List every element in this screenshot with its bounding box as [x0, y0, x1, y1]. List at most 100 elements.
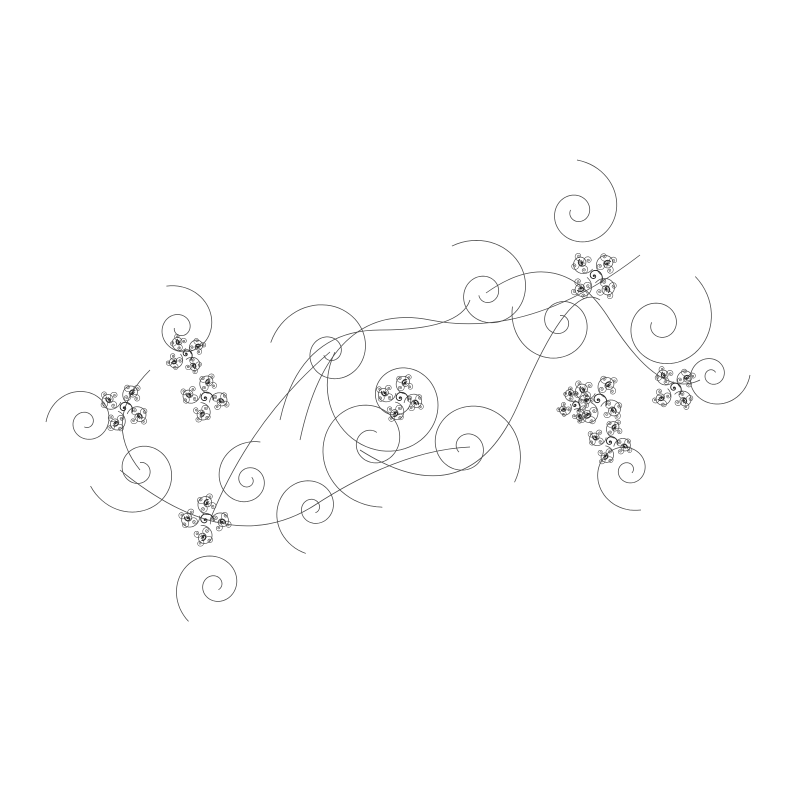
- spiral-arc: [385, 393, 394, 401]
- spiral-core: [200, 391, 215, 402]
- spiral-arc: [656, 388, 663, 397]
- spiral-arc: [578, 414, 587, 423]
- spiral-arc: [212, 515, 221, 523]
- spiral-arc: [180, 338, 187, 344]
- spiral-core: [192, 363, 197, 370]
- spiral-arc: [599, 456, 606, 465]
- spiral-arc: [214, 401, 221, 410]
- spiral-arc: [624, 446, 633, 453]
- spiral-arc: [572, 414, 578, 419]
- spiral-arc: [663, 377, 670, 385]
- spiral-arc: [561, 402, 566, 408]
- spiral-arc: [567, 386, 573, 393]
- spiral-arc: [397, 383, 405, 392]
- spiral-arc: [434, 405, 521, 483]
- spiral-arc: [109, 400, 117, 409]
- spiral-arc: [589, 438, 596, 446]
- spiral-arc: [189, 345, 197, 351]
- connecting-arc: [299, 254, 641, 441]
- spiral-arc: [630, 276, 712, 365]
- spiral-arc: [563, 391, 570, 397]
- spiral-core: [603, 454, 609, 460]
- spiral-arc: [665, 370, 674, 377]
- spiral-arc: [131, 407, 139, 416]
- spiral-arc: [190, 394, 198, 402]
- spiral-arc: [583, 256, 592, 264]
- spiral-arc: [90, 445, 172, 513]
- spiral-arc: [406, 395, 415, 403]
- spiral-core: [589, 269, 603, 284]
- spiral-arc: [322, 404, 401, 508]
- spiral-core: [606, 436, 619, 445]
- spiral-arc: [115, 423, 124, 432]
- spiral-core: [105, 396, 111, 403]
- spiral-core: [610, 407, 617, 414]
- spiral-arc: [176, 555, 238, 622]
- spiral-arc: [677, 377, 685, 384]
- spiral-arc: [101, 394, 122, 410]
- spiral-arc: [606, 421, 614, 428]
- spiral-core: [670, 382, 682, 396]
- spiral-core: [604, 286, 611, 294]
- spiral-core: [611, 424, 617, 430]
- spiral-core: [578, 414, 582, 420]
- spiral-core: [593, 393, 608, 406]
- spiral-arc: [202, 413, 211, 420]
- spiral-core: [682, 398, 688, 405]
- spiral-arc: [386, 406, 395, 414]
- spiral-arc: [199, 342, 207, 348]
- connecting-arc: [209, 351, 331, 521]
- spiral-arc: [654, 374, 663, 381]
- spiral-core: [584, 398, 590, 402]
- spiral-arc: [376, 386, 385, 394]
- spiral-core: [129, 389, 136, 395]
- spiral-core: [195, 343, 202, 348]
- spiral-arc: [170, 341, 177, 347]
- spiral-arc: [608, 282, 617, 290]
- spiral-arc: [221, 512, 228, 521]
- spiral-arc: [571, 287, 580, 296]
- spiral-arc: [193, 530, 203, 538]
- spiral-arc: [580, 265, 589, 274]
- spiral-arc: [652, 397, 660, 404]
- spiral-arc: [220, 392, 227, 401]
- spiral-arc: [124, 384, 133, 393]
- spiral-arc: [189, 357, 195, 365]
- spiral-arc: [201, 405, 209, 413]
- spiral-arc: [597, 446, 646, 511]
- spiral-arc: [170, 353, 176, 360]
- spiral-arc: [574, 278, 582, 287]
- spiral-arc: [576, 408, 582, 415]
- connecting-arc: [359, 296, 601, 477]
- spiral-arc: [395, 413, 404, 421]
- spiral-arc: [276, 480, 334, 554]
- spiral-core: [199, 411, 205, 418]
- spiral-core: [170, 360, 177, 365]
- spiral-arc: [596, 262, 605, 271]
- spiral-arc: [189, 517, 198, 525]
- spiral-arc: [596, 288, 605, 296]
- spiral-arc: [221, 400, 230, 408]
- spiral-arc: [674, 399, 683, 406]
- spiral-arc: [607, 386, 616, 395]
- spiral-core: [381, 390, 387, 396]
- spiral-arc: [605, 400, 614, 409]
- spiral-core: [568, 390, 572, 396]
- spiral-arc: [587, 431, 596, 438]
- spiral-core: [577, 258, 584, 266]
- spiral-arc: [207, 502, 217, 510]
- spiral-arc: [126, 406, 147, 422]
- spiral-arc: [101, 391, 109, 399]
- spiral-arc: [685, 395, 694, 402]
- spiral-arc: [204, 536, 213, 543]
- spiral-arc: [200, 504, 208, 513]
- spiral-arc: [107, 423, 115, 431]
- spiral-arc: [403, 393, 423, 408]
- spiral-arc: [511, 301, 588, 359]
- spiral-arc: [415, 394, 423, 403]
- spiral-arc: [218, 441, 265, 503]
- spiral-arc: [215, 522, 223, 532]
- spiral-core: [395, 391, 409, 401]
- spiral-arc: [197, 538, 205, 547]
